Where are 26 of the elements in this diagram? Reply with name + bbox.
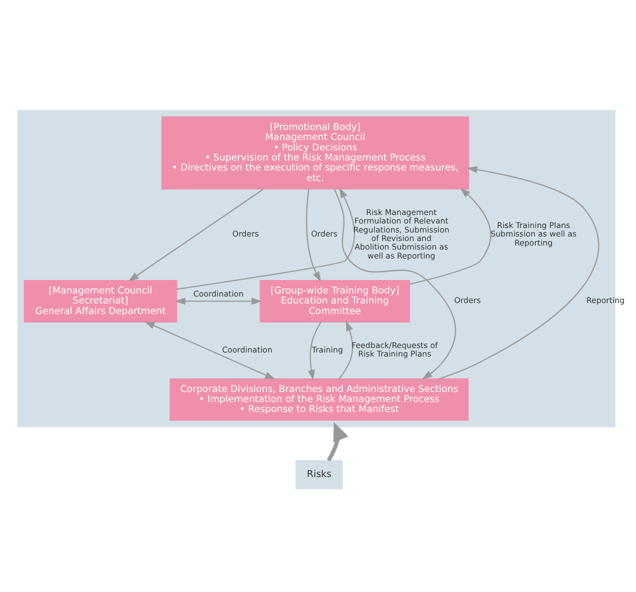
edge-label: Coordination [222,344,272,354]
edge-label: Reporting [586,296,625,305]
arrow [308,321,322,380]
arrow [439,166,600,379]
arrow [326,422,348,461]
node-box: [Promotional Body] Management Council • Policy Decisions • Supervision of the Risk Management Process • Directives on the execution of specific response measures, etc. [161,116,470,189]
edge-label: Orders [454,296,481,305]
edge-label: Orders [311,229,338,238]
edge-label: Risk Management Formulation of Relevant Regulations, Submission of Revision and Abolition Submission as well as Reporting [353,208,450,260]
edge-label: Coordination [193,289,244,298]
arrow [334,188,456,380]
arrow [338,320,354,378]
arrow [128,188,264,281]
edge-label: Feedback/Requests of Risk Training Plans [352,340,438,358]
node-box: [Management Council Secretariat] General Affairs Department [24,279,178,322]
edge-label: Training [312,344,343,354]
node-box: [Group-wide Training Body] Education and Training Committee [260,279,410,322]
arrow [144,320,276,379]
arrow [306,188,322,282]
node-box: Risks [296,460,343,489]
arrow [410,188,492,284]
edge-label: Orders [232,229,259,238]
arrow [176,187,355,290]
edge-label: Risk Training Plans Submission as well as Reporting [490,220,577,247]
arrow [175,297,262,304]
node-box: Corporate Divisions, Branches and Administrative Sections • Implementation of the Risk Management Process • Response to Risks that Manifest [170,378,469,420]
